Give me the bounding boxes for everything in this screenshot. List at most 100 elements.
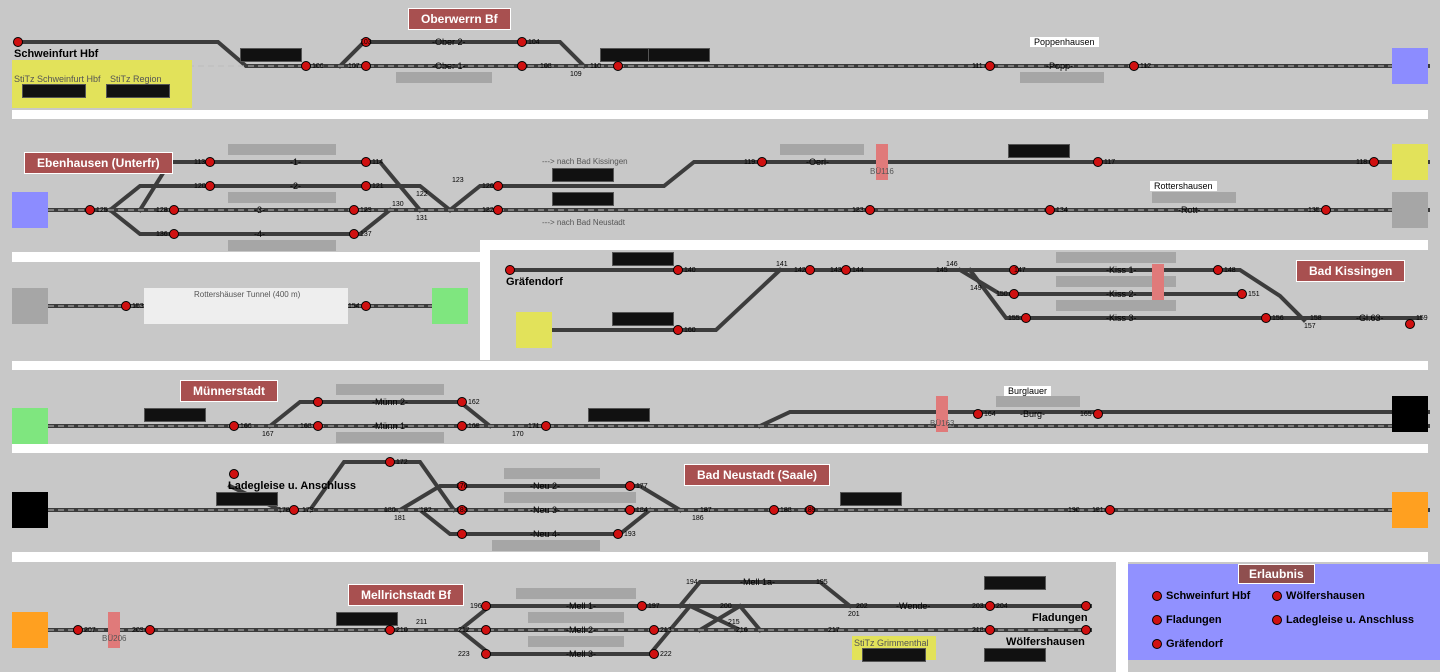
stitz-sw-hbf-counter[interactable] (22, 84, 86, 98)
block-end-ebenhausen-left-blue[interactable] (12, 192, 48, 228)
signal[interactable] (457, 397, 467, 407)
train-display[interactable] (588, 408, 650, 422)
signal[interactable] (385, 625, 395, 635)
signal[interactable] (85, 205, 95, 215)
signal[interactable] (625, 505, 635, 515)
signal[interactable] (121, 301, 131, 311)
block-end-row2-yellow[interactable] (1392, 144, 1428, 180)
signal[interactable] (457, 505, 467, 515)
signal[interactable] (805, 265, 815, 275)
block-end-muenn-left-green[interactable] (12, 408, 48, 444)
signal[interactable] (1237, 289, 1247, 299)
train-display[interactable] (612, 252, 674, 266)
train-display[interactable] (240, 48, 302, 62)
signal[interactable] (313, 397, 323, 407)
block-end-neu-left-black[interactable] (12, 492, 48, 528)
signal[interactable] (637, 601, 647, 611)
train-display[interactable] (552, 192, 614, 206)
signal[interactable] (769, 505, 779, 515)
signal[interactable] (1105, 505, 1115, 515)
signal[interactable] (1321, 205, 1331, 215)
signal[interactable] (613, 529, 623, 539)
train-display[interactable] (216, 492, 278, 506)
signal[interactable] (361, 301, 371, 311)
signal[interactable] (457, 529, 467, 539)
train-display[interactable] (648, 48, 710, 62)
signal[interactable] (205, 181, 215, 191)
signal[interactable] (1093, 157, 1103, 167)
signal[interactable] (361, 61, 371, 71)
signal[interactable] (481, 625, 491, 635)
signal[interactable] (757, 157, 767, 167)
signal[interactable] (73, 625, 83, 635)
signal[interactable] (1093, 409, 1103, 419)
signal[interactable] (385, 457, 395, 467)
train-display[interactable] (612, 312, 674, 326)
signal[interactable] (169, 229, 179, 239)
signal[interactable] (493, 181, 503, 191)
block-end-row2-gray[interactable] (1392, 192, 1428, 228)
block-end-muenn-right-black[interactable] (1392, 396, 1428, 432)
signal[interactable] (457, 481, 467, 491)
erlaubnis-woelfershausen[interactable]: Wölfershausen (1272, 590, 1365, 602)
signal[interactable] (349, 229, 359, 239)
signal[interactable] (649, 625, 659, 635)
signal[interactable] (229, 469, 239, 479)
train-display[interactable] (984, 648, 1046, 662)
signal[interactable] (1021, 313, 1031, 323)
block-end-tunnel-left-gray[interactable] (12, 288, 48, 324)
signal[interactable] (505, 265, 515, 275)
erlaubnis-fladungen[interactable]: Fladungen (1152, 614, 1222, 626)
block-end-neu-right-orange[interactable] (1392, 492, 1428, 528)
signal[interactable] (457, 421, 467, 431)
train-display[interactable] (552, 168, 614, 182)
signal[interactable] (349, 205, 359, 215)
signal[interactable] (481, 649, 491, 659)
erlaubnis-ladegleise[interactable]: Ladegleise u. Anschluss (1272, 614, 1414, 626)
signal[interactable] (361, 157, 371, 167)
signal[interactable] (985, 601, 995, 611)
signal[interactable] (361, 181, 371, 191)
train-display[interactable] (840, 492, 902, 506)
train-display[interactable] (144, 408, 206, 422)
block-end-tunnel-right-green[interactable] (432, 288, 468, 324)
signal[interactable] (985, 625, 995, 635)
signal[interactable] (865, 205, 875, 215)
train-display[interactable] (984, 576, 1046, 590)
train-display[interactable] (336, 612, 398, 626)
signal[interactable] (841, 265, 851, 275)
signal[interactable] (1081, 625, 1091, 635)
train-display[interactable] (1008, 144, 1070, 158)
signal[interactable] (493, 205, 503, 215)
block-end-schweinfurt-blue[interactable] (1392, 48, 1428, 84)
signal[interactable] (169, 205, 179, 215)
erlaubnis-schweinfurt-hbf[interactable]: Schweinfurt Hbf (1152, 590, 1250, 602)
signal[interactable] (289, 505, 299, 515)
signal[interactable] (1405, 319, 1415, 329)
signal[interactable] (673, 265, 683, 275)
signal[interactable] (301, 61, 311, 71)
signal[interactable] (1081, 601, 1091, 611)
signal[interactable] (625, 481, 635, 491)
signal[interactable] (481, 601, 491, 611)
signal[interactable] (673, 325, 683, 335)
signal[interactable] (361, 37, 371, 47)
signal[interactable] (805, 505, 815, 515)
signal[interactable] (1213, 265, 1223, 275)
stitz-region-counter[interactable] (106, 84, 170, 98)
erlaubnis-graefendorf[interactable]: Gräfendorf (1152, 638, 1223, 650)
signal[interactable] (1369, 157, 1379, 167)
signal[interactable] (1045, 205, 1055, 215)
signal[interactable] (517, 61, 527, 71)
signal[interactable] (313, 421, 323, 431)
block-end-graefendorf-yellow[interactable] (516, 312, 552, 348)
signal[interactable] (613, 61, 623, 71)
block-end-mell-left-orange[interactable] (12, 612, 48, 648)
signal[interactable] (205, 157, 215, 167)
signal[interactable] (13, 37, 23, 47)
signal[interactable] (1009, 289, 1019, 299)
signal[interactable] (973, 409, 983, 419)
signal[interactable] (1009, 265, 1019, 275)
signal[interactable] (985, 61, 995, 71)
signal[interactable] (517, 37, 527, 47)
